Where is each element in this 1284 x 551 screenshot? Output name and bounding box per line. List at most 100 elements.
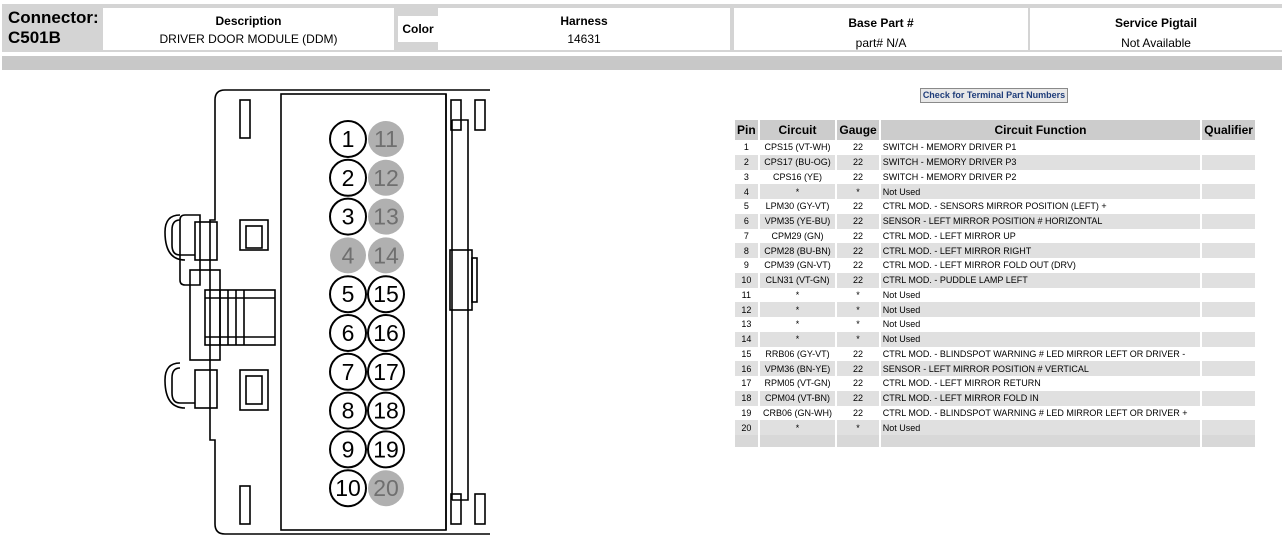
cell-circuit: RRB06 (GY-VT) <box>765 348 830 359</box>
cell-function: Not Used <box>880 420 1201 435</box>
cell-qualifier <box>1202 154 1255 170</box>
cell-qualifier <box>1202 170 1255 185</box>
pin-circle <box>330 237 366 274</box>
pin-number-label: 20 <box>373 475 399 501</box>
cell-pin: 6 <box>735 213 758 229</box>
cell-function: CTRL MOD. - SENSORS MIRROR POSITION (LEF… <box>882 201 1107 212</box>
col-header-gauge: Gauge <box>837 120 879 140</box>
base-part-value: part# N/A <box>855 36 907 50</box>
cell-gauge: * <box>837 420 879 435</box>
cell-circuit: VPM36 (BN-YE) <box>759 361 836 376</box>
pin-8: 8 <box>329 391 367 430</box>
cell-qualifier <box>1202 347 1255 362</box>
pin-number-label: 6 <box>342 320 355 346</box>
cell-qualifier <box>1202 140 1255 155</box>
cell-qualifier <box>1202 361 1255 376</box>
table-footer-row <box>735 435 1255 447</box>
cell-function: SWITCH - MEMORY DRIVER P3 <box>880 154 1201 170</box>
cell-function: Not Used <box>882 319 921 330</box>
pin-circle <box>367 314 405 352</box>
cell-pin: 11 <box>741 289 751 300</box>
header-divider-bar <box>2 56 1282 70</box>
cell-circuit: CPM04 (VT-BN) <box>759 390 836 406</box>
pin-number-label: 4 <box>342 242 355 268</box>
col-header-circuit: Circuit <box>759 120 836 140</box>
cell-gauge: * <box>837 331 879 347</box>
pin-circle <box>329 314 367 352</box>
pin-number-label: 16 <box>373 320 399 346</box>
table-row: 4**Not Used <box>735 184 1255 199</box>
cell-circuit: * <box>795 319 800 330</box>
pin-circle <box>367 430 405 469</box>
cell-function: CTRL MOD. - BLINDSPOT WARNING # LED MIRR… <box>882 348 1186 359</box>
cell-function: Not Used <box>880 184 1201 199</box>
pin-circle <box>329 120 367 158</box>
col-header-circuit-function: Circuit Function <box>880 120 1201 140</box>
cell-qualifier <box>1202 258 1255 273</box>
cell-circuit: CPM28 (BU-BN) <box>759 243 836 258</box>
connector-title: Connector: C501B <box>8 8 103 48</box>
cell-gauge: 22 <box>837 154 879 170</box>
service-pigtail-cell: Service Pigtail Not Available <box>1030 8 1282 50</box>
pin-14: 14 <box>368 237 404 274</box>
pin-20: 20 <box>368 470 404 507</box>
cell-qualifier <box>1202 184 1255 199</box>
cell-pin: 20 <box>735 420 758 435</box>
footer-cell <box>880 435 1201 447</box>
footer-cell <box>1202 435 1255 447</box>
pin-circle <box>329 391 367 430</box>
base-part-cell: Base Part # part# N/A <box>734 8 1028 50</box>
cell-function: Not Used <box>882 289 921 300</box>
connector-label: Connector: <box>8 8 99 27</box>
cell-circuit: RPM05 (VT-GN) <box>764 378 831 389</box>
harness-title: Harness <box>560 14 608 28</box>
cell-circuit: CPM29 (GN) <box>771 230 824 241</box>
cell-qualifier <box>1202 243 1255 258</box>
cell-function: Not Used <box>880 331 1201 347</box>
pigtail-value: Not Available <box>1121 36 1191 50</box>
cell-qualifier <box>1202 376 1255 391</box>
pin-5: 5 <box>329 275 367 314</box>
cell-function: CTRL MOD. - LEFT MIRROR FOLD OUT (DRV) <box>882 260 1076 271</box>
cell-gauge: 22 <box>837 272 879 288</box>
cell-pin: 14 <box>735 331 758 347</box>
cell-function: SENSOR - LEFT MIRROR POSITION # VERTICAL <box>880 361 1201 376</box>
cell-gauge: 22 <box>853 378 864 389</box>
cell-qualifier <box>1202 406 1255 421</box>
cell-pin: 10 <box>735 272 758 288</box>
cell-gauge: * <box>837 184 879 199</box>
pin-number-label: 14 <box>373 242 399 268</box>
pin-17: 17 <box>367 352 405 391</box>
check-terminal-part-numbers-button[interactable]: Check for Terminal Part Numbers <box>920 88 1068 103</box>
pin-13: 13 <box>368 198 404 235</box>
cell-gauge: 22 <box>837 390 879 406</box>
cell-pin: 2 <box>735 154 758 170</box>
pin-number-label: 10 <box>335 475 361 501</box>
connector-id: C501B <box>8 28 61 47</box>
cell-qualifier <box>1202 272 1255 288</box>
pin-circle <box>329 158 367 197</box>
pin-number-label: 9 <box>342 436 355 462</box>
cell-qualifier <box>1202 420 1255 435</box>
base-part-title: Base Part # <box>848 16 914 30</box>
cell-circuit: * <box>759 184 836 199</box>
pin-number-label: 13 <box>373 204 399 230</box>
pin-circle <box>368 159 404 196</box>
cell-qualifier <box>1202 390 1255 406</box>
cell-pin: 15 <box>741 348 752 359</box>
cell-function: CTRL MOD. - PUDDLE LAMP LEFT <box>880 272 1201 288</box>
pin-circle <box>368 121 404 157</box>
cell-circuit: CLN31 (VT-GN) <box>759 272 836 288</box>
pin-1: 1 <box>329 120 367 158</box>
pigtail-title: Service Pigtail <box>1114 16 1198 30</box>
